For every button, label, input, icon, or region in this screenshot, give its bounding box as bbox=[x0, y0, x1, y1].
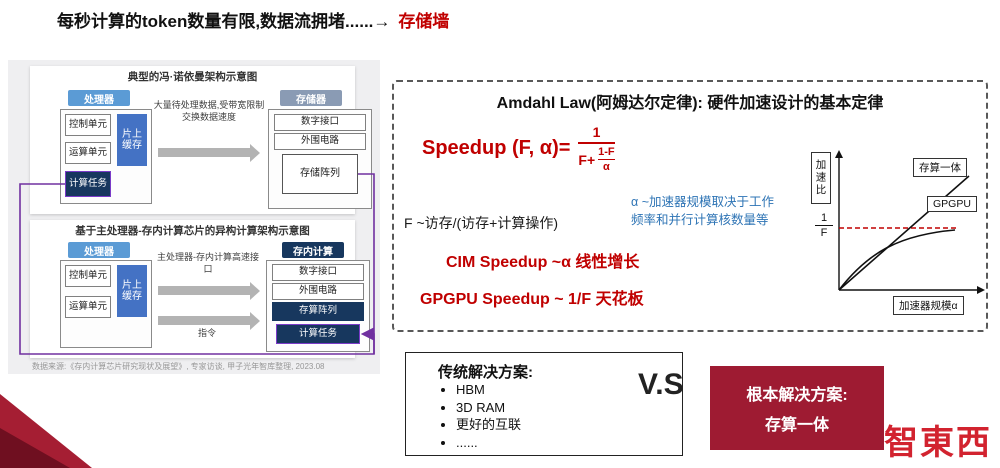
asymptote-denominator: F bbox=[820, 227, 828, 239]
inner-numerator: 1-F bbox=[598, 146, 615, 158]
y-axis-label: 加速比 bbox=[811, 152, 831, 204]
storage-array-box: 存储阵列 bbox=[282, 154, 358, 194]
alu-box: 运算单元 bbox=[65, 296, 111, 318]
interface-note: 主处理器-存内计算高速接口 bbox=[157, 252, 259, 274]
digital-interface-box: 数字接口 bbox=[272, 264, 364, 281]
page-title: 每秒计算的token数量有限,数据流拥堵......→ 存储墙 bbox=[57, 7, 449, 32]
control-unit-box: 控制单元 bbox=[65, 114, 111, 136]
speedup-graph-plot bbox=[835, 150, 985, 294]
fundamental-solution-box: 根本解决方案: 存算一体 bbox=[710, 366, 884, 450]
processor-header: 处理器 bbox=[68, 90, 130, 106]
versus-label: V.S bbox=[638, 368, 684, 401]
cim-architecture-card: 基于主处理器-存内计算芯片的异构计算架构示意图 处理器 控制单元 运算单元 片上… bbox=[30, 220, 370, 358]
alu-box: 运算单元 bbox=[65, 142, 111, 164]
asymptote-numerator: 1 bbox=[820, 212, 828, 224]
instruction-arrow bbox=[158, 311, 260, 330]
speedup-prefix: Speedup (F, α)= bbox=[422, 137, 571, 159]
speedup-fraction: 1 F+ 1-F α bbox=[578, 124, 615, 173]
speedup-formula: Speedup (F, α)= 1 F+ 1-F α bbox=[422, 124, 615, 173]
fraction-denominator: F+ 1-F α bbox=[578, 146, 615, 173]
list-item: 更好的互联 bbox=[456, 416, 521, 434]
architecture-panel: 典型的冯·诺依曼架构示意图 处理器 控制单元 运算单元 计算任务 片上缓存 大量… bbox=[8, 60, 380, 374]
peripheral-circuit-box: 外围电路 bbox=[274, 133, 366, 150]
cim-array-box: 存算阵列 bbox=[272, 302, 364, 321]
interface-arrow bbox=[158, 281, 260, 300]
title-highlight: 存储墙 bbox=[398, 12, 450, 31]
speedup-graph: 加速比 1 F 存算一体 GPGPU 加速器规模α bbox=[809, 148, 987, 328]
fraction-numerator: 1 bbox=[592, 124, 601, 140]
inner-fraction-bar bbox=[598, 159, 615, 160]
inner-denominator: α bbox=[603, 161, 610, 173]
list-item: HBM bbox=[456, 381, 521, 399]
f-definition: F ~访存/(访存+计算操作) bbox=[404, 215, 559, 231]
fundamental-solution-line1: 根本解决方案: bbox=[746, 387, 848, 404]
fundamental-solution-line2: 存算一体 bbox=[764, 417, 829, 434]
compute-task-box: 计算任务 bbox=[65, 171, 111, 197]
von-neumann-title: 典型的冯·诺依曼架构示意图 bbox=[127, 71, 258, 83]
zhidx-logo: 智東西 bbox=[884, 424, 992, 462]
traditional-solutions-list: HBM 3D RAM 更好的互联 ...... bbox=[456, 381, 521, 451]
amdahl-law-box: Amdahl Law(阿姆达尔定律): 硬件加速设计的基本定律 Speedup … bbox=[392, 80, 988, 332]
processor-header: 处理器 bbox=[68, 242, 130, 258]
alpha-definition: α ~加速器规模取决于工作频率和并行计算核数量等 bbox=[631, 195, 774, 227]
digital-interface-box: 数字接口 bbox=[274, 114, 366, 131]
traditional-solutions-box: 传统解决方案: HBM 3D RAM 更好的互联 ...... bbox=[405, 352, 683, 456]
control-unit-box: 控制单元 bbox=[65, 265, 111, 287]
gpgpu-series-label: GPGPU bbox=[927, 196, 977, 212]
data-flow-arrow bbox=[158, 143, 260, 162]
denominator-prefix: F+ bbox=[578, 151, 596, 168]
inner-fraction: 1-F α bbox=[598, 146, 615, 173]
on-chip-cache-box: 片上缓存 bbox=[117, 265, 147, 317]
asymptote-fraction: 1 F bbox=[815, 212, 833, 239]
title-text: 每秒计算的token数量有限,数据流拥堵......→ bbox=[57, 12, 391, 31]
list-item: 3D RAM bbox=[456, 399, 521, 417]
peripheral-circuit-box: 外围电路 bbox=[272, 283, 364, 300]
bandwidth-note: 大量待处理数据,受带宽限制交换数据速度 bbox=[153, 100, 265, 122]
cim-series-label: 存算一体 bbox=[913, 158, 967, 177]
traditional-solutions-title: 传统解决方案: bbox=[438, 364, 533, 381]
fraction-bar bbox=[578, 142, 615, 144]
list-item: ...... bbox=[456, 434, 521, 452]
amdahl-title: Amdahl Law(阿姆达尔定律): 硬件加速设计的基本定律 bbox=[496, 95, 884, 112]
y-axis-arrow bbox=[835, 150, 843, 158]
x-axis-arrow bbox=[977, 286, 985, 294]
instruction-label: 指令 bbox=[197, 328, 216, 338]
x-axis-label: 加速器规模α bbox=[893, 296, 964, 315]
cim-architecture-title: 基于主处理器-存内计算芯片的异构计算架构示意图 bbox=[75, 225, 310, 237]
asymptote-bar bbox=[815, 225, 833, 226]
von-neumann-card: 典型的冯·诺依曼架构示意图 处理器 控制单元 运算单元 计算任务 片上缓存 大量… bbox=[30, 66, 372, 214]
on-chip-cache-box: 片上缓存 bbox=[117, 114, 147, 166]
cim-linear-line bbox=[838, 175, 970, 291]
cim-speedup-statement: CIM Speedup ~α 线性增长 bbox=[446, 254, 640, 271]
cim-header: 存内计算 bbox=[282, 242, 344, 258]
data-source-caption: 数据来源:《存内计算芯片研究现状及展望》, 专家访谈, 甲子光年智库整理, 20… bbox=[32, 362, 325, 371]
memory-header: 存储器 bbox=[280, 90, 342, 106]
gpgpu-speedup-statement: GPGPU Speedup ~ 1/F 天花板 bbox=[420, 291, 644, 308]
compute-task-box: 计算任务 bbox=[276, 324, 360, 344]
